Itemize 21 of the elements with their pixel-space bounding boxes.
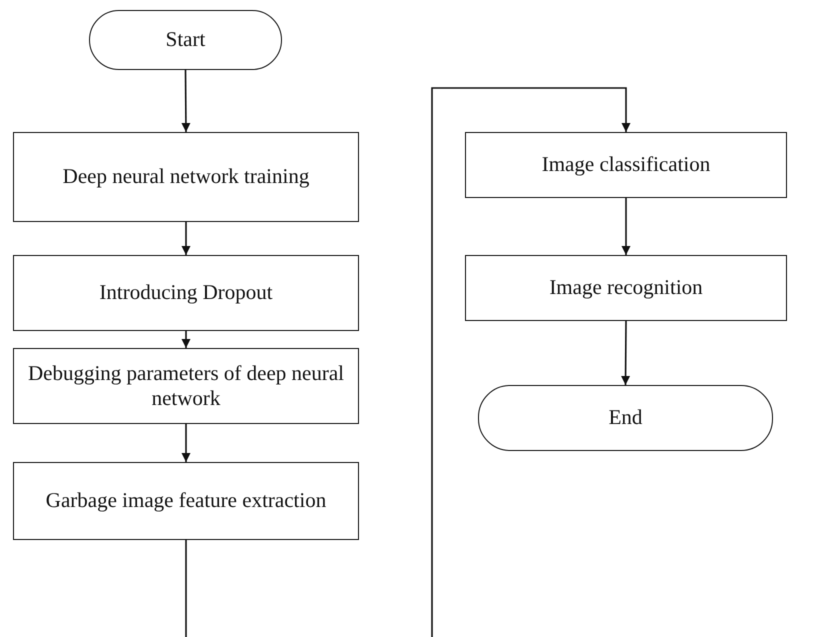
arrow xyxy=(185,87,630,637)
node-label: Start xyxy=(166,27,206,53)
process-box xyxy=(13,348,359,424)
node-label: Debugging parameters of deep neural network xyxy=(26,360,346,412)
arrow xyxy=(181,70,190,132)
process-box xyxy=(13,462,359,540)
node-label: End xyxy=(608,405,642,431)
arrow xyxy=(182,424,190,462)
process-box xyxy=(465,255,787,321)
arrow xyxy=(622,198,630,255)
process-box xyxy=(13,132,359,222)
node-label: Image recognition xyxy=(549,275,703,301)
node-label: Image classification xyxy=(542,152,710,178)
arrow xyxy=(182,331,190,348)
node-label: Introducing Dropout xyxy=(99,280,273,306)
node-label: Deep neural network training xyxy=(62,164,310,190)
arrow xyxy=(182,222,190,255)
arrow xyxy=(621,321,630,385)
process-box xyxy=(13,255,359,331)
process-box xyxy=(465,132,787,198)
node-label: Garbage image feature extraction xyxy=(46,488,326,514)
